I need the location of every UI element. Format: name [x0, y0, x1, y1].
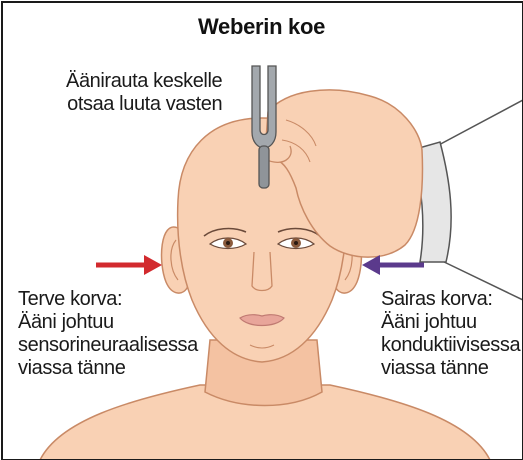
- left-pupil: [226, 241, 230, 245]
- healthy-ear-label-line1: Terve korva:: [18, 288, 198, 311]
- healthy-ear-label: Terve korva: Ääni johtuu sensorineuraali…: [18, 288, 198, 380]
- healthy-ear-label-line2: Ääni johtuu: [18, 311, 198, 334]
- healthy-ear-label-line3: sensorineuraalisessa: [18, 334, 198, 357]
- tuning-fork-label-line1: Äänirauta keskelle: [66, 70, 222, 93]
- tuning-fork-label: Äänirauta keskelle otsaa luuta vasten: [66, 70, 222, 116]
- affected-ear-label-line4: viassa tänne: [381, 357, 520, 380]
- left-arrow: [96, 255, 162, 275]
- right-arrow: [362, 255, 424, 275]
- affected-ear-label-line1: Sairas korva:: [381, 288, 520, 311]
- affected-ear-label: Sairas korva: Ääni johtuu konduktiivises…: [381, 288, 520, 380]
- affected-ear-label-line2: Ääni johtuu: [381, 311, 520, 334]
- healthy-ear-label-line4: viassa tänne: [18, 357, 198, 380]
- tuning-fork-label-line2: otsaa luuta vasten: [66, 93, 222, 116]
- affected-ear-label-line3: konduktiivisessa: [381, 334, 520, 357]
- diagram-title: Weberin koe: [0, 14, 523, 40]
- right-pupil: [294, 241, 298, 245]
